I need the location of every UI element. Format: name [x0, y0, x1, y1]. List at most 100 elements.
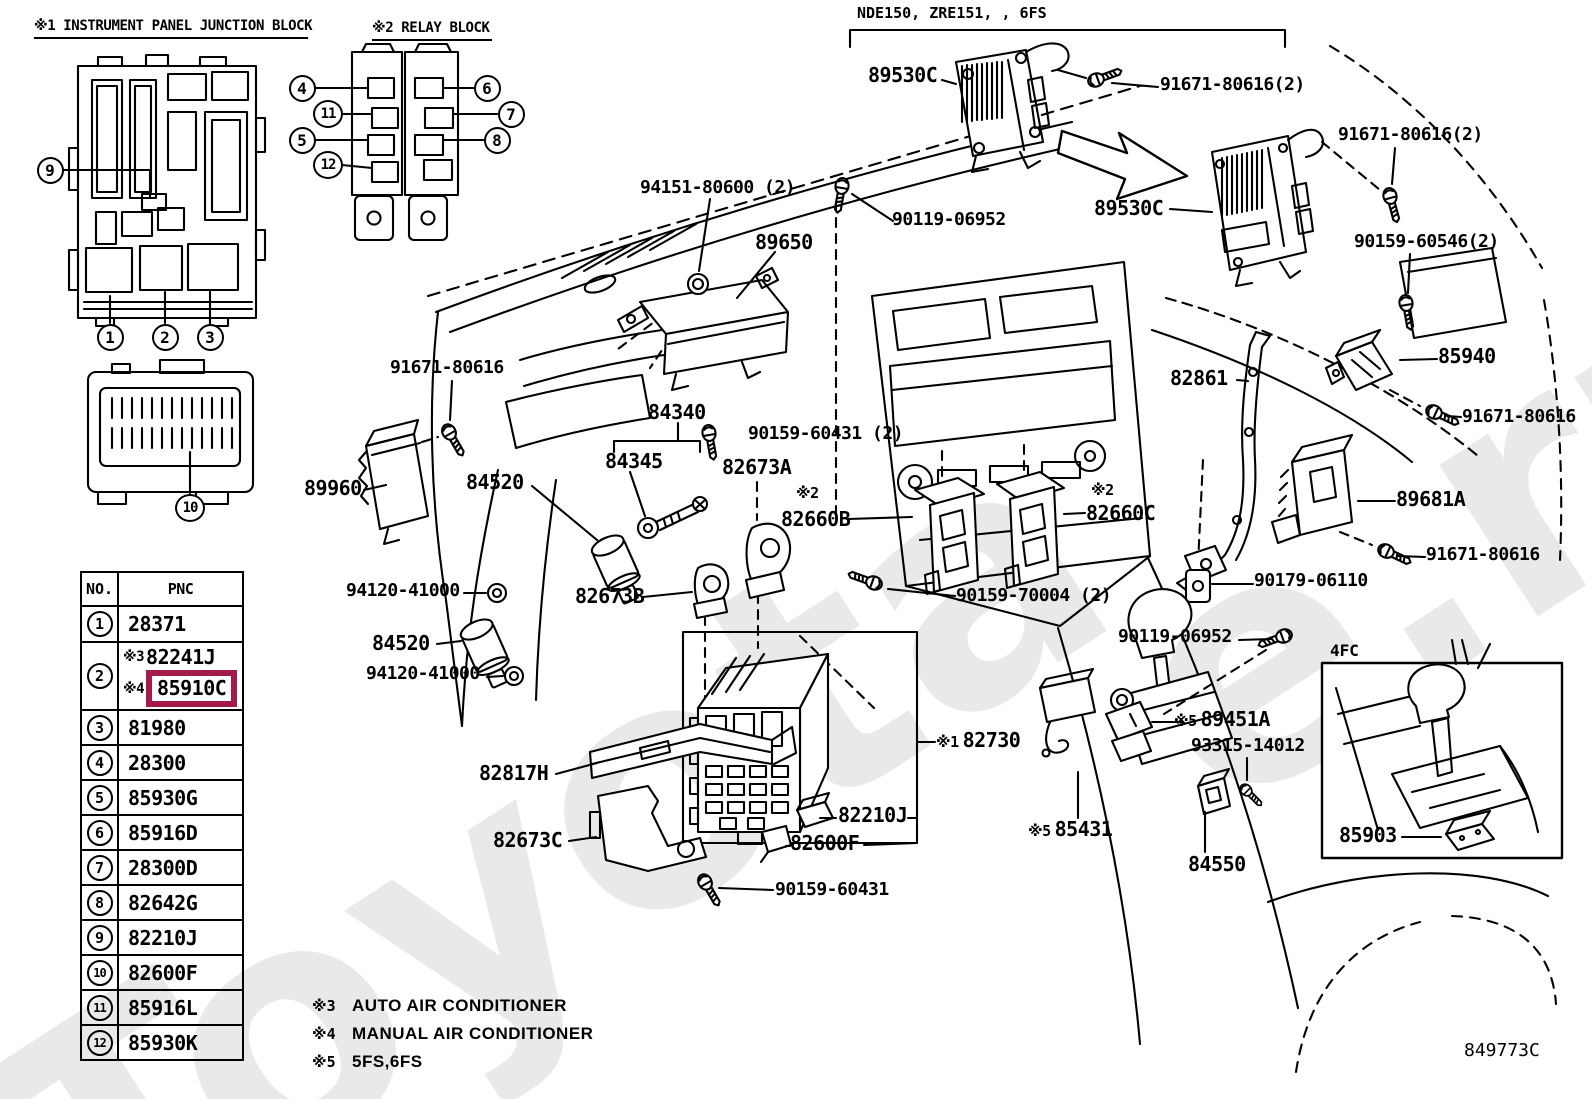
condition-symbol: ※5 [1174, 712, 1197, 730]
callout-12: 12 [313, 151, 343, 179]
part-label-9167180616: 91671-80616 [390, 357, 504, 378]
part-label-9015960431: 90159-60431 [775, 879, 889, 900]
ecu-89530c-top [954, 42, 1088, 174]
condition-symbol: ※3 [123, 649, 145, 665]
condition-symbol: ※1 [936, 733, 959, 751]
row-number-badge: 1 [86, 611, 113, 637]
legend-text: MANUAL AIR CONDITIONER [352, 1024, 594, 1043]
part-label-84520: 84520 [466, 470, 524, 494]
relay-block-title: ※2 RELAY BLOCK [372, 20, 492, 41]
part-label-9331514012: 93315-14012 [1191, 735, 1305, 756]
part-label-90159700042: 90159-70004 (2) [956, 585, 1112, 606]
bracket-82660c [995, 470, 1066, 590]
sensor-89451a [1104, 687, 1154, 763]
nut-94120-upper [486, 582, 508, 604]
pnc-cell: 28300 [128, 750, 186, 775]
table-row-4: 4 28300 [82, 744, 242, 779]
variant-note: NDE150, ZRE151, , 6FS [857, 4, 1047, 22]
amplifier-89650 [616, 266, 790, 392]
module-89681a [1270, 433, 1354, 545]
highlighted-pnc: 85910C [146, 670, 238, 707]
row-number-badge: 5 [86, 784, 113, 811]
callout-1: 1 [96, 323, 124, 351]
callout-10: 10 [175, 494, 205, 522]
part-label-94151806002: 94151-80600 (2) [640, 177, 796, 198]
part-label-82600F: 82600F [790, 831, 860, 855]
fuse-box-82730 [688, 652, 830, 846]
part-label-85903: 85903 [1339, 823, 1397, 847]
legend-row-※4: ※4 MANUAL AIR CONDITIONER [312, 1024, 593, 1044]
grommet-94151 [686, 272, 710, 296]
part-label-82861: 82861 [1170, 366, 1228, 390]
legend-symbol: ※4 [312, 1025, 336, 1043]
pnc-cell: 81980 [128, 715, 186, 740]
part-label-84520: 84520 [372, 631, 430, 655]
table-row-9: 9 82210J [82, 919, 242, 954]
pnc-cell: 82600F [128, 960, 198, 985]
part-label-82817H: 82817H [479, 761, 549, 785]
part-label-82673C: 82673C [493, 828, 563, 852]
legend-symbol: ※5 [312, 1053, 336, 1071]
clip-82673b [692, 563, 730, 620]
connector-block-drawing [86, 358, 255, 506]
part-label-9167180616: 91671-80616 [1462, 406, 1576, 427]
row-no-cell: 12 [82, 1026, 119, 1059]
pnc-cell: 85916L [128, 995, 198, 1020]
pnc-cell: 82642G [128, 890, 198, 915]
part-label-9017906110: 90179-06110 [1254, 570, 1368, 591]
pnc-cell: 82210J [128, 925, 198, 950]
part-label-82660C: 82660C [1086, 501, 1156, 525]
legend-text: 5FS,6FS [352, 1052, 423, 1071]
legend-row-※5: ※5 5FS,6FS [312, 1052, 423, 1072]
direction-arrow [1056, 129, 1189, 201]
dashed-leader-lines [420, 140, 1422, 716]
inset-4fc [1320, 638, 1564, 860]
module-89960 [357, 418, 430, 546]
callout-7: 7 [497, 100, 525, 128]
pnc-cell: 28300D [128, 855, 198, 880]
callout-11: 11 [313, 100, 343, 128]
row-number-badge: 2 [86, 663, 113, 689]
part-label-9167180616: 91671-80616 [1426, 544, 1540, 565]
part-label-82673A: 82673A [722, 455, 792, 479]
row-no-cell: 1 [82, 607, 119, 641]
row-no-cell: 9 [82, 921, 119, 954]
sensor-84520-lower [459, 618, 510, 689]
junction-block-title: ※1 INSTRUMENT PANEL JUNCTION BLOCK [34, 18, 313, 39]
callout-4: 4 [288, 74, 316, 102]
row-no-cell: 4 [82, 746, 119, 779]
row-number-badge: 7 [86, 854, 113, 881]
row-number-badge: 4 [86, 749, 113, 776]
callout-6: 6 [473, 74, 501, 102]
inset-4fc-label: 4FC [1330, 641, 1359, 660]
part-label-82673B: 82673B [575, 584, 645, 608]
pnc-cell: 85930G [128, 785, 198, 810]
table-header-no: NO. [82, 573, 119, 605]
table-row-7: 7 28300D [82, 849, 242, 884]
part-label-2: ※2 [796, 484, 819, 502]
callout-5: 5 [288, 126, 316, 154]
part-label-89530C: 89530C [868, 63, 938, 87]
callout-2: 2 [151, 323, 179, 351]
condition-symbol: ※5 [1028, 822, 1051, 840]
part-label-84340: 84340 [648, 400, 706, 424]
row-no-cell: 7 [82, 851, 119, 884]
connector-85903 [1444, 809, 1496, 852]
duct-82817h [588, 722, 798, 780]
row-no-cell: 3 [82, 711, 119, 744]
condition-symbol: ※4 [123, 680, 145, 697]
switch-85431 [1038, 667, 1097, 758]
legend-symbol: ※3 [312, 997, 336, 1015]
